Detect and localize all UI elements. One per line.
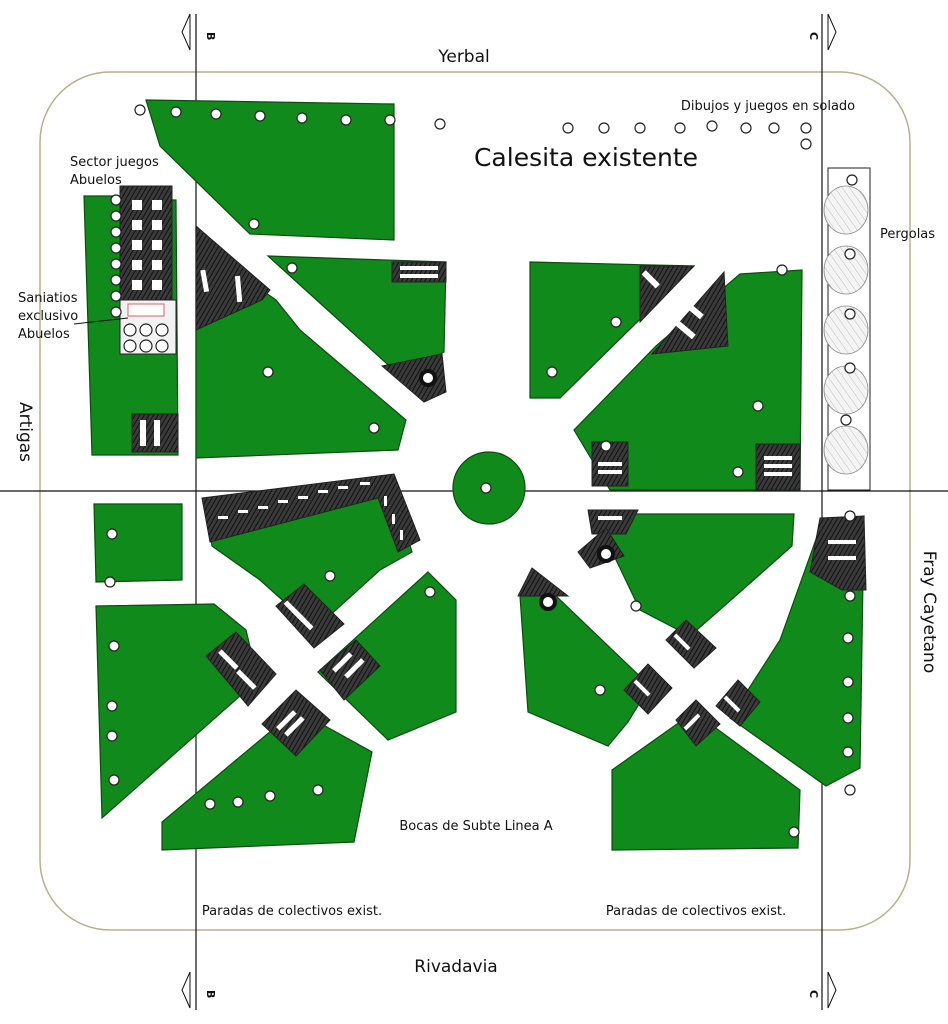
section-marker-b-top: B bbox=[181, 13, 217, 51]
toilets-block bbox=[119, 299, 177, 355]
benches bbox=[140, 266, 856, 737]
street-east: Fray Cayetano bbox=[919, 551, 939, 673]
street-south: Rivadavia bbox=[414, 957, 497, 977]
floor-games-label: Dibujos y juegos en solado bbox=[681, 99, 855, 114]
toilets-label-3: Abuelos bbox=[18, 327, 70, 342]
paving-se-bench-a bbox=[665, 619, 717, 669]
toilets-label-1: Saniatios bbox=[18, 291, 78, 306]
subway-entrances bbox=[419, 369, 615, 611]
subway-entrance-se-b bbox=[539, 593, 557, 611]
pergolas bbox=[823, 167, 871, 491]
elder-games-label-1: Sector juegos bbox=[70, 155, 159, 170]
toilets-label-2: exclusivo bbox=[18, 309, 78, 324]
elder-seats bbox=[110, 194, 122, 318]
paving-se-bench-c bbox=[715, 679, 761, 727]
section-marker-c-bottom: C bbox=[807, 971, 837, 1009]
lawn-sw-small bbox=[93, 503, 183, 583]
section-label-c-bottom: C bbox=[807, 990, 820, 998]
paving-ne-diag bbox=[650, 270, 729, 355]
paving-w-path bbox=[201, 473, 421, 553]
subway-label: Bocas de Subte Linea A bbox=[399, 819, 552, 834]
section-label-c-top: C bbox=[807, 32, 820, 40]
carousel-label: Calesita existente bbox=[474, 143, 698, 172]
paving-se-corner bbox=[517, 567, 570, 597]
elder-game-tables bbox=[132, 200, 162, 290]
bus-stop-right-label: Paradas de colectivos exist. bbox=[606, 904, 786, 919]
toilets-leader bbox=[73, 317, 129, 325]
pergolas-label: Pergolas bbox=[880, 227, 935, 242]
paving-nw-hex bbox=[380, 353, 447, 403]
paving-w-bench-b bbox=[205, 631, 277, 707]
elder-games-label-2: Abuelos bbox=[70, 173, 122, 188]
paving-w-bench-a bbox=[275, 583, 345, 649]
paving-east-top bbox=[809, 515, 867, 591]
bus-stop-left-label: Paradas de colectivos exist. bbox=[202, 904, 382, 919]
subway-entrance-se-a bbox=[597, 545, 615, 563]
lawns bbox=[83, 99, 865, 851]
lawn-center-south bbox=[317, 571, 457, 741]
paving-se-bench-d bbox=[675, 699, 721, 747]
trees bbox=[104, 104, 858, 838]
paving-se-bench-b bbox=[623, 663, 673, 715]
section-marker-c-top: C bbox=[807, 13, 837, 51]
street-west: Artigas bbox=[15, 402, 35, 462]
street-north: Yerbal bbox=[437, 47, 490, 67]
paving-nw-corner bbox=[195, 224, 271, 331]
subway-entrance-nw bbox=[419, 369, 437, 387]
paving-nw-bench bbox=[391, 261, 447, 283]
block-outline bbox=[39, 71, 911, 931]
section-marker-b-bottom: B bbox=[181, 971, 217, 1009]
lawn-se-inner bbox=[519, 595, 651, 747]
lawn-se-mid bbox=[593, 513, 795, 637]
lawn-ne-inner bbox=[573, 269, 803, 491]
section-label-b-top: B bbox=[204, 32, 217, 40]
lawn-south-west bbox=[161, 709, 373, 851]
lawn-north bbox=[145, 99, 395, 241]
section-label-b-bottom: B bbox=[204, 990, 217, 998]
elder-games-pavement bbox=[119, 185, 173, 301]
